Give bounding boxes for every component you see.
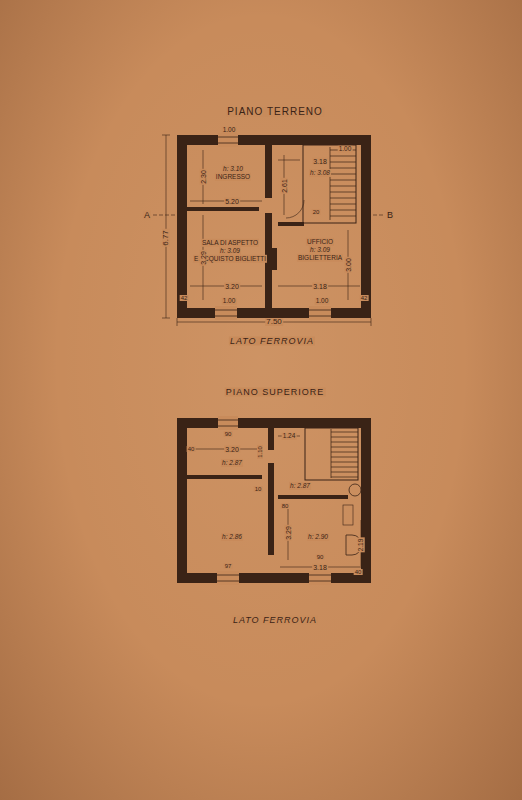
stair-step xyxy=(331,452,358,453)
dimension-label: 3.29 xyxy=(200,250,207,266)
plan-title: PIANO SUPERIORE xyxy=(225,388,326,397)
stair-step xyxy=(331,477,358,478)
stair-step xyxy=(330,216,356,217)
stair-step xyxy=(331,447,358,448)
dimension-label: 1.10 xyxy=(257,445,263,459)
stair-step xyxy=(330,186,356,187)
dimension-label: 97 xyxy=(224,563,233,569)
dimension-label: 3.00 xyxy=(345,257,352,273)
dimension-label: 3.18 xyxy=(312,564,328,571)
dimension-label: 1.00 xyxy=(315,298,330,305)
stair-step xyxy=(331,457,358,458)
dimension-label: 42 xyxy=(360,295,369,301)
room-text: h: 3.10 xyxy=(222,165,244,173)
dimension-label: 40 xyxy=(187,446,196,452)
dimension-label: 42 xyxy=(180,295,189,301)
dimension-label: 3.20 xyxy=(224,283,240,290)
dimension-label: 2.61 xyxy=(281,178,288,194)
outer-wall xyxy=(182,140,366,313)
room-label: UFFICIOh: 3.09BIGLIETTERIA xyxy=(297,238,343,262)
dimension-label: 6.77 xyxy=(162,229,170,247)
stair-step xyxy=(330,156,356,157)
dimension-label: 90 xyxy=(316,554,325,560)
dimension-label: 3.18 xyxy=(312,158,328,165)
stair-step xyxy=(331,442,358,443)
dimension-label: 1.00 xyxy=(338,146,353,153)
dimension-label: 10 xyxy=(254,486,263,492)
dimension-label: 40 xyxy=(354,569,363,575)
dimension-label: 80 xyxy=(281,503,290,509)
dimension-label: B xyxy=(386,211,394,220)
plan-title: PIANO TERRENO xyxy=(226,107,324,117)
stair-step xyxy=(330,204,356,205)
room-text: h: 3.09 xyxy=(219,247,241,255)
dimension-label: 7.50 xyxy=(265,318,283,326)
stair-step xyxy=(331,437,358,438)
side-note: LATO FERROVIA xyxy=(232,616,318,625)
room-label: h: 2.87 xyxy=(221,459,243,467)
room-text: UFFICIO xyxy=(306,238,334,246)
room-text: BIGLIETTERIA xyxy=(297,254,343,262)
dimension-label: 5.20 xyxy=(224,198,240,205)
stair-step xyxy=(330,180,356,181)
dimension-label: 3.20 xyxy=(224,446,240,453)
room-text: h: 2.90 xyxy=(307,533,329,541)
room-text: h: 2.86 xyxy=(221,533,243,541)
room-text: SALA DI ASPETTO xyxy=(201,239,259,247)
room-text: h: 2.87 xyxy=(289,482,311,490)
room-label: h: 2.90 xyxy=(307,533,329,541)
stair-step xyxy=(331,432,358,433)
dimension-label: 2.19 xyxy=(358,538,365,553)
dimension-label: 3.18 xyxy=(312,283,328,290)
dimension-label: 1.00 xyxy=(222,298,237,305)
stair-step xyxy=(331,472,358,473)
dimension-label: 3.29 xyxy=(285,525,292,541)
room-label: h: 3.10INGRESSO xyxy=(215,165,251,181)
stair-step xyxy=(330,162,356,163)
dimension-label: 1.24 xyxy=(282,433,297,440)
stair-step xyxy=(330,210,356,211)
room-label: h: 2.86 xyxy=(221,533,243,541)
room-label: h: 3.08 xyxy=(309,169,331,177)
stair-step xyxy=(330,198,356,199)
room-text: h: 3.09 xyxy=(309,246,331,254)
dimension-label: A xyxy=(143,211,151,220)
side-note: LATO FERROVIA xyxy=(229,337,315,346)
dimension-label: 20 xyxy=(312,209,321,215)
stair-step xyxy=(330,168,356,169)
room-text: h: 2.87 xyxy=(221,459,243,467)
stair-step xyxy=(331,467,358,468)
room-text: INGRESSO xyxy=(215,173,251,181)
dimension-label: 90 xyxy=(224,431,233,437)
dimension-label: 1.00 xyxy=(222,127,237,134)
stair-step xyxy=(330,174,356,175)
stair-step xyxy=(331,462,358,463)
room-text: h: 3.08 xyxy=(309,169,331,177)
dimension-label: 2.30 xyxy=(200,169,207,185)
room-label: h: 2.87 xyxy=(289,482,311,490)
stair-step xyxy=(330,192,356,193)
